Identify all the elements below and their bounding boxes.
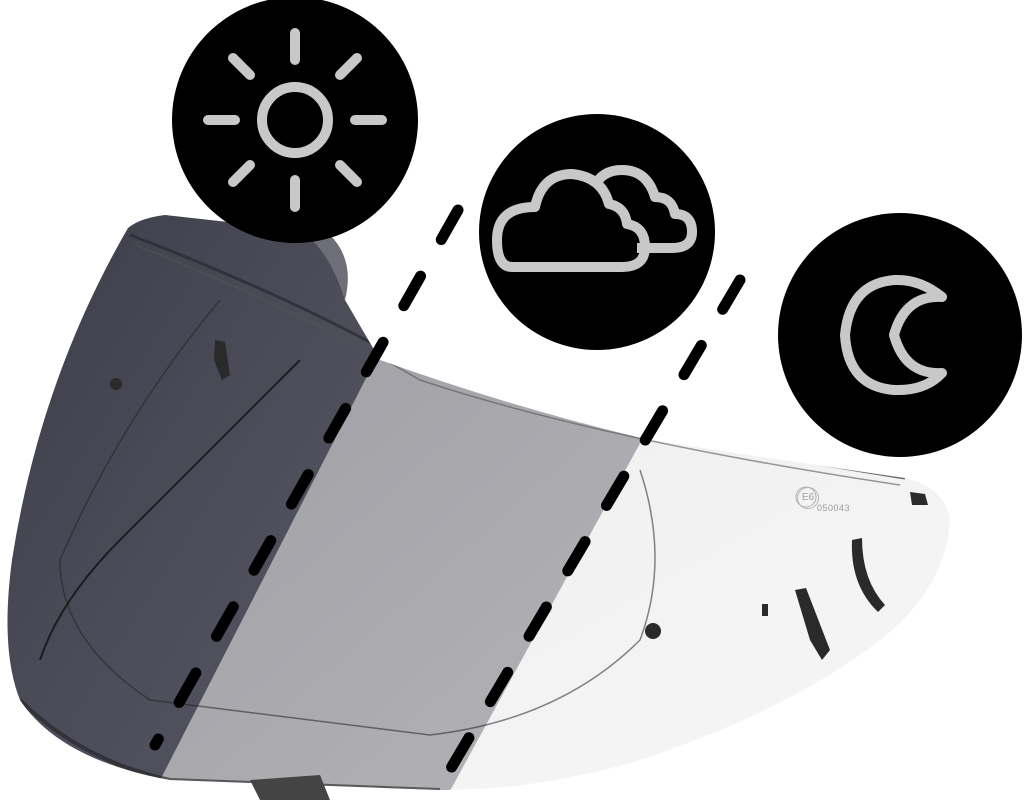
dark-tint-zone — [7, 215, 378, 790]
divider-medium-clear — [432, 274, 746, 796]
certification-mark-label: E6 — [797, 487, 819, 509]
cloud-icon — [479, 114, 715, 350]
sun-icon — [172, 0, 418, 243]
divider-dark-medium — [149, 204, 464, 751]
moon-icon — [778, 213, 1022, 457]
certification-number: 050043 — [817, 503, 851, 513]
medium-tint-zone — [150, 355, 650, 790]
zone-dividers — [149, 204, 746, 796]
visor-hardware — [110, 340, 928, 800]
